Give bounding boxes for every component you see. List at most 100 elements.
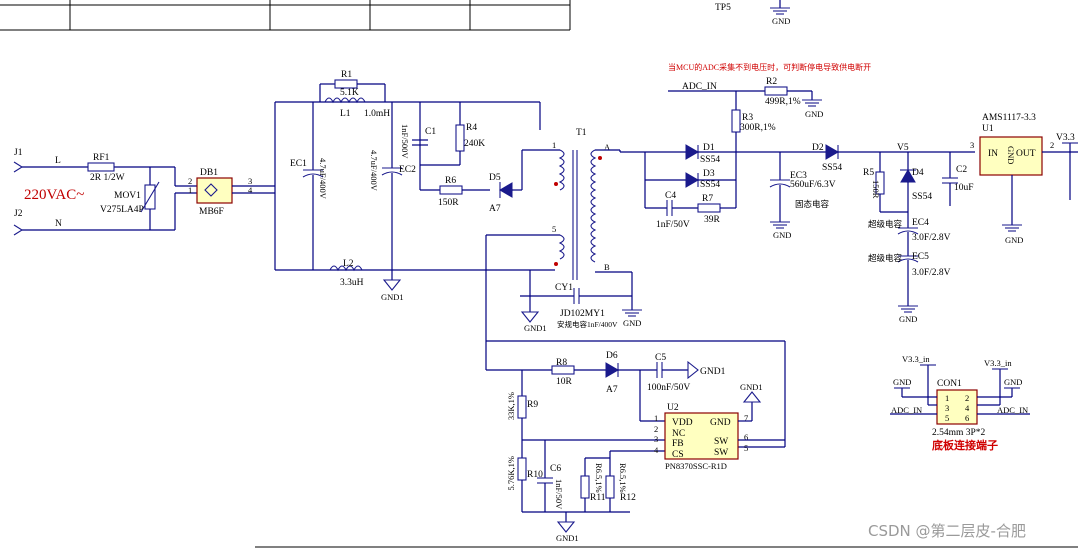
svg-text:DB1: DB1 xyxy=(200,168,218,178)
svg-text:2: 2 xyxy=(965,393,969,403)
r1-l1: R1 5.1K L1 1.0mH xyxy=(319,70,390,119)
svg-text:3: 3 xyxy=(970,140,974,150)
svg-text:GND1: GND1 xyxy=(524,323,547,333)
svg-text:1nF/500V: 1nF/500V xyxy=(400,124,410,159)
svg-text:33K,1%: 33K,1% xyxy=(506,392,516,420)
svg-text:SW: SW xyxy=(714,437,728,447)
svg-text:EC1: EC1 xyxy=(290,159,307,169)
svg-text:A7: A7 xyxy=(489,204,501,214)
svg-text:2: 2 xyxy=(188,176,192,186)
svg-text:R9: R9 xyxy=(527,400,538,410)
svg-text:V3.3_in: V3.3_in xyxy=(902,354,930,364)
svg-text:SW: SW xyxy=(714,448,728,458)
d1-d3-c4-r7: D1 SS54 D3 SS54 C4 1nF/50V R7 39R xyxy=(620,143,780,230)
svg-text:SS54: SS54 xyxy=(700,155,720,165)
tp5-label: TP5 xyxy=(715,3,731,13)
svg-text:固态电容: 固态电容 xyxy=(795,199,830,209)
gnd1-symbol-b: GND1 xyxy=(520,311,547,333)
svg-text:ADC_IN: ADC_IN xyxy=(997,405,1028,415)
svg-text:3.3uH: 3.3uH xyxy=(340,278,364,288)
svg-text:GND1: GND1 xyxy=(381,292,404,302)
d2: D2 SS54 xyxy=(780,143,975,173)
svg-text:4: 4 xyxy=(248,185,253,195)
svg-text:EC2: EC2 xyxy=(399,165,416,175)
l2: L2 3.3uH xyxy=(329,259,364,288)
svg-text:SS54: SS54 xyxy=(700,180,720,190)
svg-text:39R: 39R xyxy=(704,215,721,225)
svg-text:3.0F/2.8V: 3.0F/2.8V xyxy=(912,268,951,278)
svg-text:D3: D3 xyxy=(703,169,715,179)
gnd-symbol-t1: GND xyxy=(622,309,642,328)
svg-text:GND1: GND1 xyxy=(700,367,726,377)
svg-text:5: 5 xyxy=(744,443,748,453)
svg-text:MOV1: MOV1 xyxy=(114,191,141,201)
svg-text:5.76K,1%: 5.76K,1% xyxy=(506,456,516,490)
svg-text:150R: 150R xyxy=(438,198,459,208)
svg-text:6: 6 xyxy=(744,432,748,442)
svg-text:D4: D4 xyxy=(912,168,924,178)
svg-text:GND: GND xyxy=(899,314,917,324)
svg-text:1: 1 xyxy=(188,185,192,195)
svg-text:PN8370SSC-R1D: PN8370SSC-R1D xyxy=(665,461,727,471)
svg-text:JD102MY1: JD102MY1 xyxy=(560,309,605,319)
svg-text:5: 5 xyxy=(552,224,556,234)
svg-text:C1: C1 xyxy=(425,127,436,137)
svg-text:安规电容1nF/400V: 安规电容1nF/400V xyxy=(557,319,618,329)
rf1: RF1 2R 1/2W xyxy=(87,153,125,183)
gnd1-symbol-a: GND1 xyxy=(381,270,404,302)
u2-controller: U2 PN8370SSC-R1D VDD NC FB CS GND SW SW … xyxy=(654,382,785,471)
svg-text:SS54: SS54 xyxy=(822,163,842,173)
svg-text:EC5: EC5 xyxy=(912,252,929,262)
svg-text:MB6F: MB6F xyxy=(199,207,224,217)
svg-text:D5: D5 xyxy=(489,173,501,183)
svg-text:GND: GND xyxy=(773,230,791,240)
r9-r10-c6: R9 33K,1% R10 5.76K,1% C6 1nF/50V xyxy=(506,370,665,513)
r11-r12: R11 R6.5,1% R12 R6.5,1% xyxy=(580,450,665,512)
svg-text:R7: R7 xyxy=(702,194,713,204)
svg-text:R12: R12 xyxy=(620,493,636,503)
svg-text:T1: T1 xyxy=(576,128,587,138)
svg-text:1nF/50V: 1nF/50V xyxy=(554,479,564,510)
svg-text:GND: GND xyxy=(805,109,823,119)
svg-text:GND1: GND1 xyxy=(556,533,579,543)
svg-text:B: B xyxy=(604,262,610,272)
svg-text:3: 3 xyxy=(945,403,949,413)
svg-text:4.7uF/400V: 4.7uF/400V xyxy=(318,158,328,200)
svg-text:NC: NC xyxy=(672,429,685,439)
svg-text:底板连接端子: 底板连接端子 xyxy=(932,438,998,452)
svg-text:4: 4 xyxy=(654,445,659,455)
r5-d4-supercaps: GND R5 150R D4 SS54 EC4 3.0F/2.8V 超级电容 E… xyxy=(863,152,951,324)
gnd1-symbol-c: GND1 xyxy=(556,512,579,543)
adc-divider: ADC_IN GND R2 499R,1% R3 300R,1% xyxy=(668,77,823,153)
r6-d5: R6 150R D5 A7 xyxy=(420,149,560,214)
watermark: CSDN @第二层皮-合肥 xyxy=(868,522,1026,540)
svg-text:SS54: SS54 xyxy=(912,192,932,202)
svg-text:2.54mm 3P*2: 2.54mm 3P*2 xyxy=(932,428,986,438)
svg-text:CON1: CON1 xyxy=(937,379,962,389)
svg-text:V275LA4P: V275LA4P xyxy=(100,205,144,215)
j1-label: J1 xyxy=(14,148,23,158)
con1-connector: CON1 1 2 3 4 5 6 2.54mm 3P*2 底板连接端子 V3.3… xyxy=(890,354,1030,452)
ec3: GND EC3 560uF/6.3V 固态电容 xyxy=(769,152,836,240)
db1: DB1 MB6F 2 1 3 4 xyxy=(174,167,275,230)
svg-text:5.1K: 5.1K xyxy=(340,88,359,98)
svg-text:2R 1/2W: 2R 1/2W xyxy=(90,173,125,183)
svg-text:560uF/6.3V: 560uF/6.3V xyxy=(790,180,836,190)
svg-text:A7: A7 xyxy=(606,385,618,395)
svg-text:R1: R1 xyxy=(341,70,352,80)
u1-regulator: AMS1117-3.3 U1 IN OUT GND 3 2 GND V3.3 xyxy=(970,113,1078,245)
svg-text:R4: R4 xyxy=(466,123,477,133)
svg-text:1.0mH: 1.0mH xyxy=(364,109,390,119)
svg-text:EC4: EC4 xyxy=(912,218,929,228)
svg-text:100nF/50V: 100nF/50V xyxy=(647,383,690,393)
c1-r4: C1 1nF/500V R4 240K xyxy=(400,102,485,190)
mov1: MOV1 V275LA4P xyxy=(100,167,160,230)
svg-text:AMS1117-3.3: AMS1117-3.3 xyxy=(982,113,1036,123)
c2: C2 10uF xyxy=(942,152,974,206)
svg-text:超级电容: 超级电容 xyxy=(868,219,903,229)
svg-text:GND: GND xyxy=(1004,377,1022,387)
svg-text:C5: C5 xyxy=(655,353,666,363)
input-j2: J2 N xyxy=(13,209,175,236)
